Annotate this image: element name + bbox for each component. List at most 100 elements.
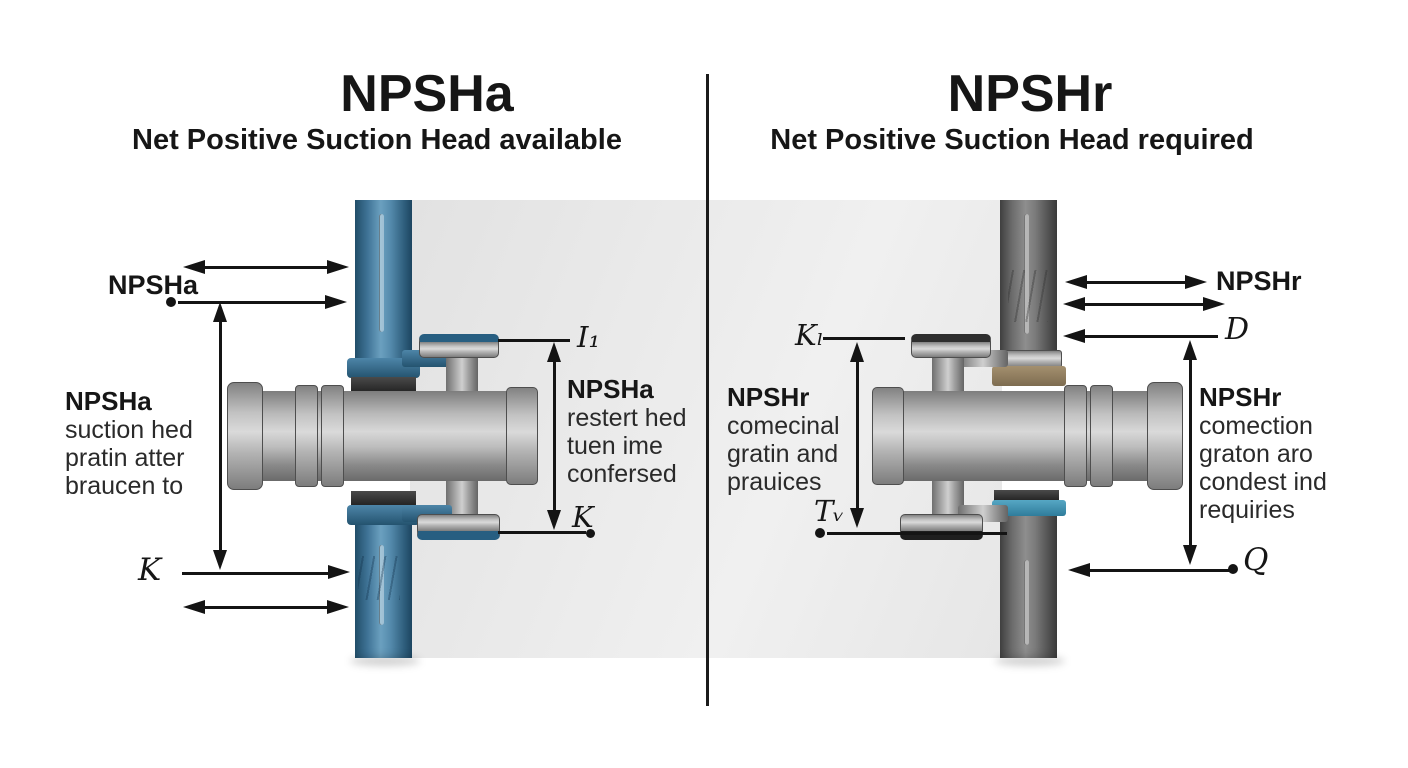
arrowhead-left-icon [1063,329,1085,343]
right-npshr-label: NPSHr [1216,266,1302,296]
text-line: prauices [727,468,822,496]
arrowhead-up-icon [1183,340,1197,360]
dim-line [203,606,327,609]
label-k1: Kₗ [795,318,824,352]
dim-line-vertical [856,360,859,510]
text-line: gratin and [727,440,839,468]
text-line: restert hed [567,404,687,432]
left-flange-pair-b [321,385,344,487]
text-line: requiries [1199,496,1295,524]
text-line: confersed [567,460,677,488]
label-i1: I₁ [577,320,601,354]
arrowhead-down-icon [213,550,227,570]
right-vertical-pipe-bottom [1000,514,1057,658]
arrowhead-up-icon [213,302,227,322]
arrowhead-up-icon [850,342,864,362]
dim-line [1083,335,1218,338]
arrowhead-right-icon [1185,275,1207,289]
dim-line-vertical [1189,358,1192,548]
text-heading: NPSHr [1199,382,1282,412]
dim-line [1083,303,1203,306]
arrowhead-left-icon [183,260,205,274]
left-pipe-marking [358,556,400,600]
dim-line-vertical [553,360,556,512]
left-npsha-label: NPSHa [108,270,199,300]
reference-dot [1228,564,1238,574]
left-vertical-pipe-top [355,200,412,368]
label-k-bottom: K [138,552,162,588]
right-top-valve-disc [911,334,991,358]
arrowhead-down-icon [850,508,864,528]
right-pipe-sightline-top [1024,214,1029,334]
arrowhead-right-icon [327,260,349,274]
right-subtitle: Net Positive Suction Head required [770,124,1254,156]
right-pipe-shadow [995,656,1065,666]
right-bottom-valve-disc [900,514,983,540]
center-divider-line [706,74,709,706]
right-black-gasket [994,490,1059,502]
label-d: D [1225,312,1250,347]
left-flange-pair-a [295,385,318,487]
label-tv: Tᵥ [814,494,845,528]
reference-dot [815,528,825,538]
left-lower-blue-flange [347,505,420,525]
right-pipe-marking [1008,270,1048,322]
label-k-mid: K [572,500,594,534]
left-inner-text: NPSHa restert hed tuen ime confersed [567,374,687,488]
text-heading: NPSHa [65,386,152,416]
right-vertical-pipe-top [1000,200,1057,368]
dim-line [178,301,325,304]
right-title: NPSHr [947,65,1113,123]
left-lower-gasket [351,491,416,507]
arrowhead-left-icon [1068,563,1090,577]
dim-line [203,266,327,269]
arrowhead-down-icon [547,510,561,530]
dim-line [498,339,570,342]
left-upper-blue-flange [347,358,420,378]
right-flange-pair-a [1064,385,1087,487]
dim-line [498,531,586,534]
left-pipe-sightline-top [379,214,384,332]
dim-line-vertical [219,320,222,554]
text-line: condest ind [1199,468,1327,496]
right-inner-text: NPSHr comecinal gratin and prauices [727,382,840,496]
dim-line [182,572,330,575]
arrowhead-up-icon [547,342,561,362]
text-heading: NPSHa [567,374,654,404]
right-flange-pair-b [1090,385,1113,487]
left-pipe-sightline-bottom [379,545,384,625]
arrowhead-right-icon [325,295,347,309]
left-vertical-pipe-bottom [355,520,412,658]
right-pipe-sightline-bottom [1024,560,1029,645]
right-outer-text: NPSHr comection graton aro condest ind r… [1199,382,1327,524]
reference-dot [166,297,176,307]
arrowhead-left-icon [183,600,205,614]
text-line: braucen to [65,472,184,500]
text-line: pratin atter [65,444,185,472]
dim-line [823,337,905,340]
arrowhead-right-icon [1203,297,1225,311]
text-line: suction hed [65,416,193,444]
arrowhead-left-icon [1065,275,1087,289]
right-end-flange [1147,382,1183,490]
left-end-flange [227,382,263,490]
arrowhead-right-icon [328,565,350,579]
text-line: tuen ime [567,432,663,460]
left-title: NPSHa [340,65,514,123]
left-upper-gasket [351,377,416,394]
text-line: comection [1199,412,1313,440]
right-pump-barrel [876,391,1158,481]
text-heading: NPSHr [727,382,810,412]
dim-line [1085,281,1185,284]
left-outer-text: NPSHa suction hed pratin atter braucen t… [65,386,193,500]
left-right-flange [506,387,538,485]
dim-line [827,532,1007,535]
left-subtitle: Net Positive Suction Head available [132,124,622,156]
arrowhead-down-icon [1183,545,1197,565]
right-tan-gasket [992,366,1066,386]
left-bottom-valve-disc [417,514,500,540]
left-pipe-shadow [350,656,420,666]
dim-line [1088,569,1232,572]
arrowhead-left-icon [1063,297,1085,311]
